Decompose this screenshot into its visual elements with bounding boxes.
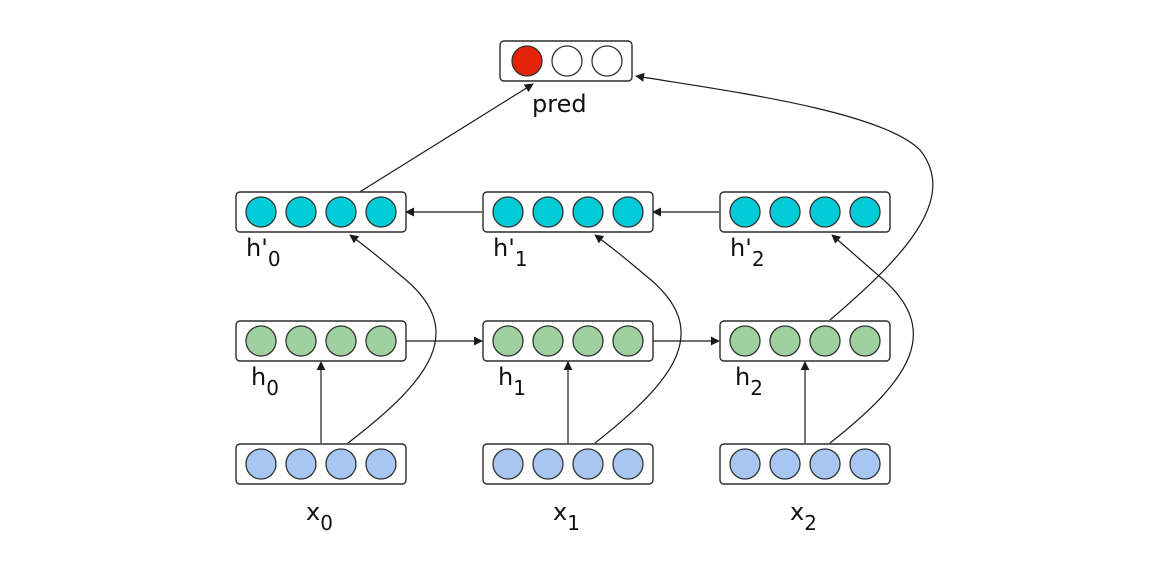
input-label-0: x0 (306, 498, 333, 535)
backward-state-unit-1-1 (532, 196, 564, 228)
backward-state-unit-0-0 (245, 196, 277, 228)
backward-state-unit-2-1 (769, 196, 801, 228)
backward-state-unit-0-2 (325, 196, 357, 228)
backward-state-unit-2-3 (849, 196, 881, 228)
forward-state-unit-1-3 (612, 325, 644, 357)
edge-x0-hb0 (347, 234, 437, 444)
input-box-1 (482, 443, 654, 485)
forward-state-unit-1-2 (572, 325, 604, 357)
input-unit-1-1 (532, 448, 564, 480)
backward-state-label-base-1: h' (493, 234, 515, 262)
forward-state-label-1: h1 (498, 363, 526, 400)
backward-state-label-base-0: h' (246, 234, 268, 262)
input-unit-2-3 (849, 448, 881, 480)
forward-state-unit-2-1 (769, 325, 801, 357)
backward-state-unit-1-2 (572, 196, 604, 228)
forward-state-unit-0-2 (325, 325, 357, 357)
forward-state-box-2 (719, 320, 891, 362)
input-label-sub-0: 0 (320, 511, 333, 535)
input-label-base-0: x (306, 498, 320, 526)
forward-state-label-sub-0: 0 (266, 376, 279, 400)
input-box-2 (719, 443, 891, 485)
edge-x1-hb1 (594, 234, 682, 444)
backward-state-unit-1-3 (612, 196, 644, 228)
forward-state-unit-2-3 (849, 325, 881, 357)
backward-state-label-sub-1: 1 (515, 247, 528, 271)
backward-state-box-2 (719, 191, 891, 233)
forward-state-unit-0-1 (285, 325, 317, 357)
input-label-sub-1: 1 (567, 511, 580, 535)
forward-state-label-base-1: h (498, 363, 513, 391)
backward-state-label-sub-0: 0 (268, 247, 281, 271)
forward-state-unit-2-2 (809, 325, 841, 357)
backward-state-unit-0-1 (285, 196, 317, 228)
input-unit-0-0 (245, 448, 277, 480)
edge-x2-hb2 (829, 234, 914, 444)
input-label-base-2: x (790, 498, 804, 526)
forward-state-label-base-0: h (251, 363, 266, 391)
forward-state-label-sub-1: 1 (513, 376, 526, 400)
forward-state-label-base-2: h (735, 363, 750, 391)
backward-state-label-1: h'1 (493, 234, 528, 271)
input-unit-2-1 (769, 448, 801, 480)
forward-state-box-1 (482, 320, 654, 362)
backward-state-label-2: h'2 (730, 234, 765, 271)
backward-state-unit-0-3 (365, 196, 397, 228)
pred-unit-2 (591, 45, 623, 77)
edges (316, 72, 934, 444)
pred-label: pred (532, 90, 587, 118)
input-label-1: x1 (553, 498, 580, 535)
input-box-0 (235, 443, 407, 485)
input-unit-0-1 (285, 448, 317, 480)
backward-state-label-sub-2: 2 (752, 247, 765, 271)
forward-state-unit-1-1 (532, 325, 564, 357)
input-unit-0-2 (325, 448, 357, 480)
input-label-2: x2 (790, 498, 817, 535)
input-unit-2-0 (729, 448, 761, 480)
forward-state-label-2: h2 (735, 363, 763, 400)
input-label-base-1: x (553, 498, 567, 526)
input-unit-1-2 (572, 448, 604, 480)
backward-state-unit-2-0 (729, 196, 761, 228)
backward-state-label-base-2: h' (730, 234, 752, 262)
backward-state-box-1 (482, 191, 654, 233)
backward-state-unit-2-2 (809, 196, 841, 228)
forward-state-label-sub-2: 2 (750, 376, 763, 400)
pred-unit-1 (551, 45, 583, 77)
edge-hb0-pred (357, 83, 534, 194)
pred-unit-0 (511, 45, 543, 77)
forward-state-unit-0-3 (365, 325, 397, 357)
backward-state-label-0: h'0 (246, 234, 281, 271)
edge-h2-pred (635, 72, 934, 321)
prediction-layer: pred (499, 40, 633, 118)
input-unit-0-3 (365, 448, 397, 480)
input-unit-2-2 (809, 448, 841, 480)
input-label-sub-2: 2 (804, 511, 817, 535)
forward-state-box-0 (235, 320, 407, 362)
forward-state-label-0: h0 (251, 363, 279, 400)
forward-state-unit-2-0 (729, 325, 761, 357)
input-unit-1-3 (612, 448, 644, 480)
forward-state-unit-1-0 (492, 325, 524, 357)
backward-state-unit-1-0 (492, 196, 524, 228)
forward-state-unit-0-0 (245, 325, 277, 357)
backward-state-box-0 (235, 191, 407, 233)
input-unit-1-0 (492, 448, 524, 480)
